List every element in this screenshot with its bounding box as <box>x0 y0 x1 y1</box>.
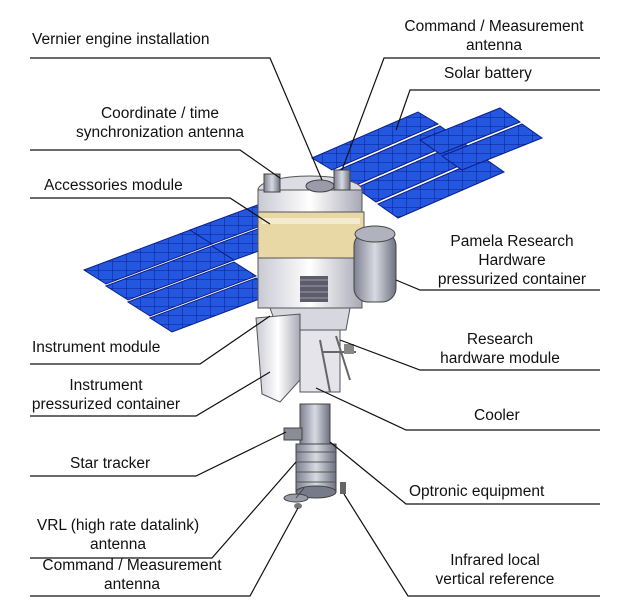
leader-accessories <box>30 197 271 225</box>
label-line: Infrared local <box>450 552 540 569</box>
label-line: pressurized container <box>437 271 587 288</box>
leader-coord <box>30 149 281 179</box>
leader-lines <box>30 57 600 597</box>
label-line: synchronization antenna <box>75 124 245 141</box>
label-coordinate-time-antenna: Coordinate / time synchronization antenn… <box>40 104 280 142</box>
label-star-tracker: Star tracker <box>70 455 151 472</box>
label-line: Hardware <box>478 252 546 269</box>
label-vrl-antenna: VRL (high rate datalink) antenna <box>12 516 224 554</box>
label-line: VRL (high rate datalink) <box>36 517 200 534</box>
label-instrument-pressurized-container: Instrument pressurized container <box>20 376 192 414</box>
leader-pamela <box>395 279 600 291</box>
label-infrared-vertical-reference: Infrared local vertical reference <box>410 551 580 589</box>
label-line: Coordinate / time <box>100 105 220 122</box>
label-cooler: Cooler <box>474 407 520 424</box>
label-line: hardware module <box>440 350 560 367</box>
label-accessories-module: Accessories module <box>44 177 183 194</box>
spacecraft-body <box>255 169 397 509</box>
label-pamela-container: Pamela Research Hardware pressurized con… <box>412 232 612 289</box>
leader-vernier <box>30 57 323 181</box>
leader-instr-container <box>30 371 271 417</box>
label-line: antenna <box>465 37 523 54</box>
label-vernier-engine: Vernier engine installation <box>32 31 210 48</box>
leader-instrument-module <box>30 315 271 365</box>
leader-cmd-top <box>341 57 600 171</box>
leader-ir <box>343 493 600 597</box>
label-command-measurement-bottom: Command / Measurement antenna <box>16 556 248 594</box>
leader-cooler <box>315 387 600 431</box>
solar-battery-right <box>310 107 544 219</box>
label-line: pressurized container <box>31 396 181 413</box>
label-line: Research <box>466 331 534 348</box>
label-optronic-equipment: Optronic equipment <box>409 483 545 500</box>
label-line: Pamela Research <box>450 233 574 250</box>
label-instrument-module: Instrument module <box>32 339 161 356</box>
label-research-hardware-module: Research hardware module <box>412 330 588 368</box>
label-line: Instrument <box>69 377 143 394</box>
leader-vrl <box>30 461 297 559</box>
label-solar-battery: Solar battery <box>444 65 532 82</box>
label-line: vertical reference <box>435 571 555 588</box>
leader-solar <box>395 89 600 131</box>
label-line: antenna <box>89 536 147 553</box>
label-line: Command / Measurement <box>42 557 222 574</box>
leader-cmd-bottom <box>30 507 299 597</box>
leader-research <box>339 339 600 371</box>
label-line: Command / Measurement <box>404 18 584 35</box>
leader-optronic <box>329 441 600 505</box>
leader-star-tracker <box>30 431 287 477</box>
label-command-measurement-top: Command / Measurement antenna <box>380 17 608 55</box>
label-line: antenna <box>103 576 161 593</box>
